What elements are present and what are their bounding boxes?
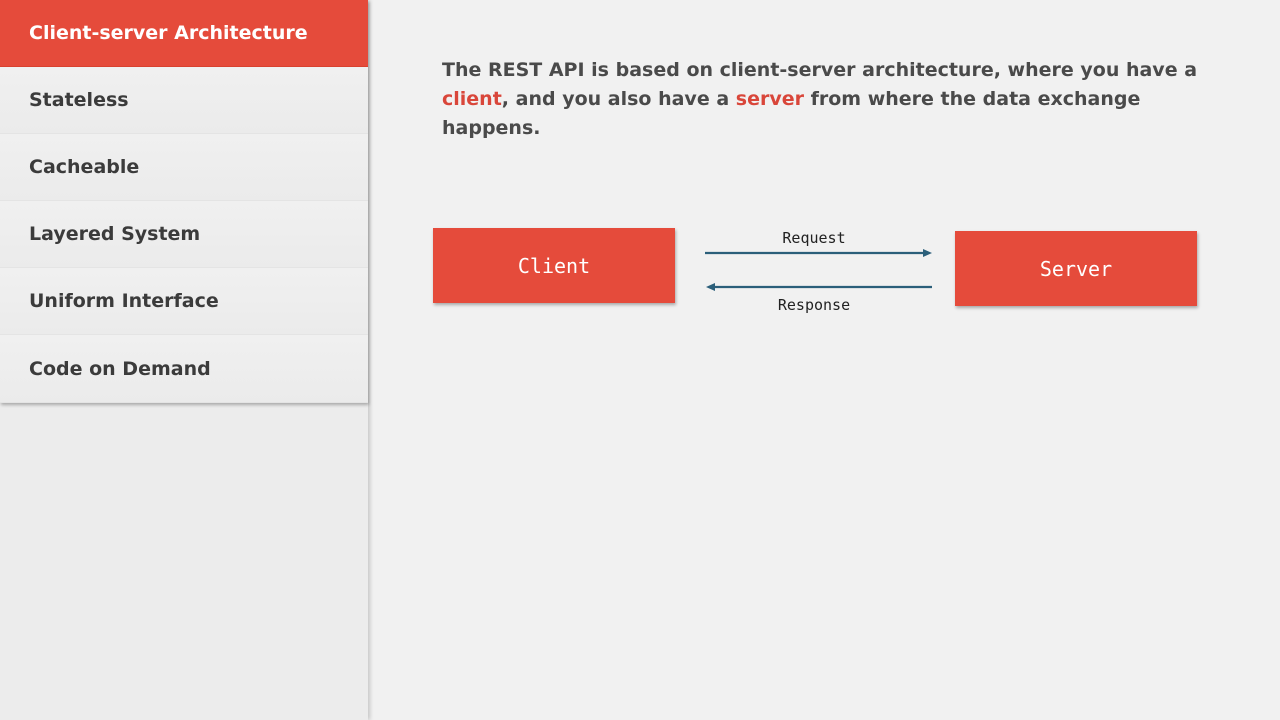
request-label: Request — [782, 229, 846, 247]
menu-item-uniform-interface[interactable]: Uniform Interface — [0, 268, 368, 335]
intro-highlight-client: client — [442, 88, 502, 110]
response-arrowhead — [706, 283, 715, 291]
menu-item-code-on-demand[interactable]: Code on Demand — [0, 335, 368, 403]
response-label: Response — [777, 296, 851, 314]
request-arrowhead — [923, 249, 932, 257]
menu-item-label: Code on Demand — [29, 357, 211, 380]
menu-item-client-server-architecture[interactable]: Client-server Architecture — [0, 0, 368, 67]
menu-item-layered-system[interactable]: Layered System — [0, 201, 368, 268]
menu-item-label: Layered System — [29, 223, 201, 245]
intro-text-part2: , and you also have a — [501, 88, 736, 110]
server-box: Server — [955, 231, 1197, 306]
menu-item-cacheable[interactable]: Cacheable — [0, 134, 368, 201]
menu-item-label: Cacheable — [29, 156, 140, 178]
client-box: Client — [433, 228, 675, 303]
sidebar: Client-server Architecture Stateless Cac… — [0, 0, 368, 720]
menu-item-label: Stateless — [29, 89, 129, 111]
menu-item-stateless[interactable]: Stateless — [0, 67, 368, 134]
server-label: Server — [1039, 256, 1113, 281]
intro-paragraph: The REST API is based on client-server a… — [442, 56, 1242, 143]
menu-item-label: Uniform Interface — [29, 290, 219, 312]
intro-text-part3: from where the data exchange happens. — [442, 88, 1141, 139]
arrows-diagram — [705, 249, 932, 291]
topic-menu: Client-server Architecture Stateless Cac… — [0, 0, 368, 403]
client-label: Client — [517, 253, 591, 278]
intro-highlight-server: server — [735, 88, 804, 110]
intro-text-part1: The REST API is based on client-server a… — [442, 59, 1198, 81]
menu-item-label: Client-server Architecture — [29, 22, 308, 44]
